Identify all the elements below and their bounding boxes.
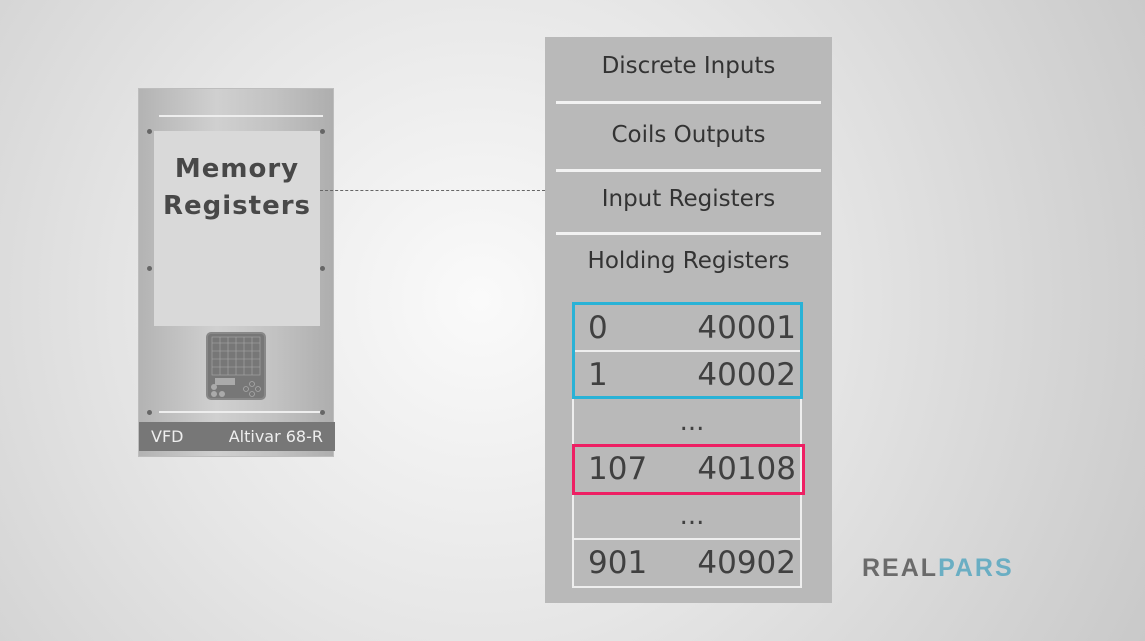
screw: [147, 410, 152, 415]
register-row: 107 40108: [572, 446, 802, 494]
ellipsis: ...: [679, 501, 705, 531]
screw: [147, 129, 152, 134]
divider: [159, 411, 323, 413]
section-holding-registers: Holding Registers: [587, 248, 790, 274]
divider: [159, 115, 323, 117]
section-coils-outputs: Coils Outputs: [611, 122, 766, 148]
register-address: 40902: [697, 545, 796, 581]
highlight-box-pink: [572, 444, 805, 495]
register-row: 901 40902: [572, 540, 802, 588]
register-index: 1: [588, 356, 608, 393]
connector-dashed-line: [320, 190, 545, 191]
device-type-label: VFD: [151, 427, 184, 446]
ellipsis: ...: [679, 406, 705, 437]
ellipsis-row: ...: [572, 399, 802, 446]
highlight-box-blue: [572, 302, 803, 399]
screen-title-line1: Memory: [174, 154, 300, 184]
register-index: 107: [588, 451, 648, 487]
ellipsis-row: ...: [572, 494, 802, 540]
register-address: 40002: [697, 356, 796, 393]
device-model-label: Altivar 68-R: [228, 427, 323, 446]
divider: [556, 232, 821, 235]
screw: [147, 266, 152, 271]
screw: [320, 129, 325, 134]
register-address: 40108: [697, 451, 796, 487]
logo-part1: REAL: [862, 554, 939, 582]
screw: [320, 410, 325, 415]
memory-registers-screen: Memory Registers: [154, 131, 320, 326]
section-discrete-inputs: Discrete Inputs: [601, 53, 776, 79]
register-index: 901: [588, 545, 648, 581]
section-input-registers: Input Registers: [601, 186, 776, 212]
logo-part2: PARS: [938, 554, 1014, 582]
modbus-register-panel: Discrete Inputs Coils Outputs Input Regi…: [545, 37, 832, 603]
divider: [556, 169, 821, 172]
screen-title-line2: Registers: [162, 191, 311, 221]
screen-title: Memory Registers: [154, 151, 320, 225]
vfd-device: Memory Registers VFD Altivar 68-R: [138, 88, 335, 457]
register-index: 0: [588, 309, 608, 346]
keypad-icon: [206, 332, 266, 400]
screw: [320, 266, 325, 271]
divider: [556, 101, 821, 104]
realpars-logo: REALPARS: [862, 554, 1014, 583]
register-address: 40001: [697, 309, 796, 346]
device-label-bar: VFD Altivar 68-R: [139, 422, 335, 451]
